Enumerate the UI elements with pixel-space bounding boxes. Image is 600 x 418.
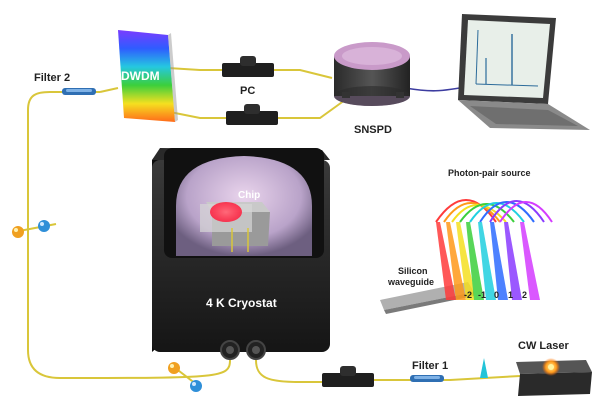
channel-label: -1	[478, 290, 487, 300]
dwdm-component	[118, 30, 178, 122]
laptop-icon	[458, 14, 590, 130]
filter2-label: Filter 2	[34, 72, 71, 84]
channel-label: 0	[494, 290, 500, 300]
silicon-label: Silicon	[398, 266, 428, 276]
filter2-component	[62, 88, 96, 95]
paddle-controller-icon	[222, 56, 278, 125]
snspd-component	[334, 42, 410, 106]
filter1-component	[322, 358, 488, 387]
cw-laser-component	[516, 358, 592, 396]
chip-label: Chip	[238, 190, 261, 201]
cryostat-component	[152, 148, 330, 360]
waveguide-label: waveguide	[388, 277, 435, 287]
cryostat-label: 4 K Cryostat	[206, 296, 277, 310]
optical-fibers	[27, 67, 521, 383]
photon-pair-source-label: Photon-pair source	[448, 168, 531, 178]
cw-laser-label: CW Laser	[518, 340, 569, 352]
channel-label: 1	[508, 290, 514, 300]
channel-label: -2	[464, 290, 473, 300]
filter1-label: Filter 1	[412, 360, 449, 372]
photon-pair-spectrum	[380, 199, 553, 314]
dwdm-label: DWDM	[121, 69, 160, 83]
pc-label: PC	[240, 85, 256, 97]
snspd-label: SNSPD	[354, 124, 392, 136]
channel-label: 2	[522, 290, 528, 300]
qubit-sphere-icon	[12, 220, 202, 392]
